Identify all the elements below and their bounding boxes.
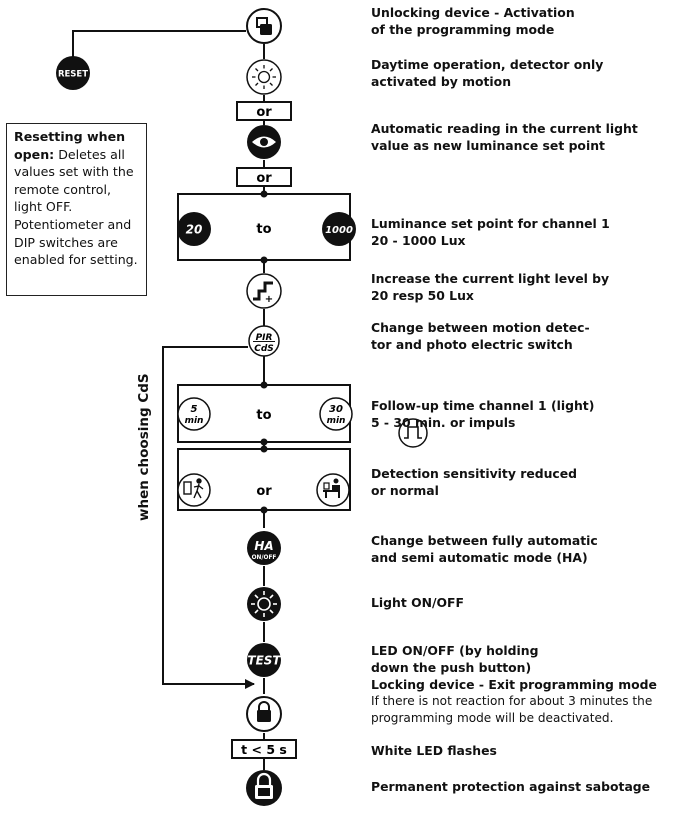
svg-text:RESET: RESET [58,70,88,80]
svg-text:min: min [185,416,204,426]
time-5min-button[interactable]: 5 min [177,397,211,431]
lock-icon [257,701,271,722]
svg-text:or: or [256,171,272,186]
auto-reading-button[interactable] [247,125,281,159]
timer-box: t < 5 s [231,739,297,759]
impulse-button[interactable] [398,418,428,448]
svg-text:TEST: TEST [247,654,281,668]
svg-text:or: or [256,105,272,120]
lux-20-button[interactable]: 20 [177,212,211,246]
stair-plus-icon: + [253,281,273,305]
reset-button[interactable]: RESET [56,56,90,90]
svg-text:1000: 1000 [325,225,353,236]
daytime-button[interactable] [246,59,282,95]
door-walker-icon [183,478,204,499]
reset-note: Resetting when open: Deletes all values … [6,123,147,296]
lock-open-icon [255,772,273,799]
when-choosing-cds-label: when choosing CdS [136,373,152,521]
to-lux-label: to [256,222,271,237]
reset-note-title: Resetting when open: [14,129,126,162]
svg-text:ON/OFF: ON/OFF [252,555,277,561]
sensitivity-normal-button[interactable] [316,473,350,507]
to-time-label: to [256,408,271,423]
svg-text:t < 5 s: t < 5 s [241,742,287,757]
bulb-icon [251,591,277,617]
reset-note-body: Deletes all values set with the remote c… [14,146,138,268]
light-button[interactable] [247,587,281,621]
desc-followup: Follow-up time channel 1 (light)5 - 30 m… [371,398,595,430]
svg-text:5: 5 [191,404,198,415]
desc-no-reaction: If there is not reaction for about 3 min… [371,694,653,725]
unlock-button[interactable] [246,8,282,44]
svg-text:HA: HA [254,539,273,553]
time-30min-button[interactable]: 30 min [319,397,353,431]
or-connector-2: or [236,167,292,187]
lock-button[interactable] [246,696,282,732]
svg-text:20: 20 [186,223,203,237]
desk-person-icon [323,478,340,498]
svg-text:30: 30 [329,404,343,415]
svg-text:CdS: CdS [254,344,274,354]
or-connector-1: or [236,101,292,121]
lux-1000-button[interactable]: 1000 [322,212,356,246]
svg-text:min: min [327,416,346,426]
desc-change-motion: Change between motion detec-tor and phot… [371,320,590,352]
sabotage-lock-button[interactable] [246,770,282,806]
pir-cds-button[interactable]: PIR CdS [248,325,280,357]
ha-button[interactable]: HA ON/OFF [247,531,281,565]
sun-icon [252,65,276,89]
sensitivity-reduced-button[interactable] [177,473,211,507]
desc-sabotage: Permanent protection against sabotage [371,779,651,794]
unlock-icon [256,17,272,35]
test-button[interactable]: TEST [247,643,281,677]
svg-text:+: + [265,294,273,305]
impulse-icon [404,426,422,439]
increase-light-button[interactable]: + [246,273,282,309]
junction-dots [260,190,268,514]
or-sensitivity-label: or [256,484,272,499]
desc-light: Light ON/OFF [371,595,464,610]
eye-icon [252,136,276,148]
desc-white-led: White LED flashes [371,743,497,758]
svg-text:PIR: PIR [256,333,273,343]
